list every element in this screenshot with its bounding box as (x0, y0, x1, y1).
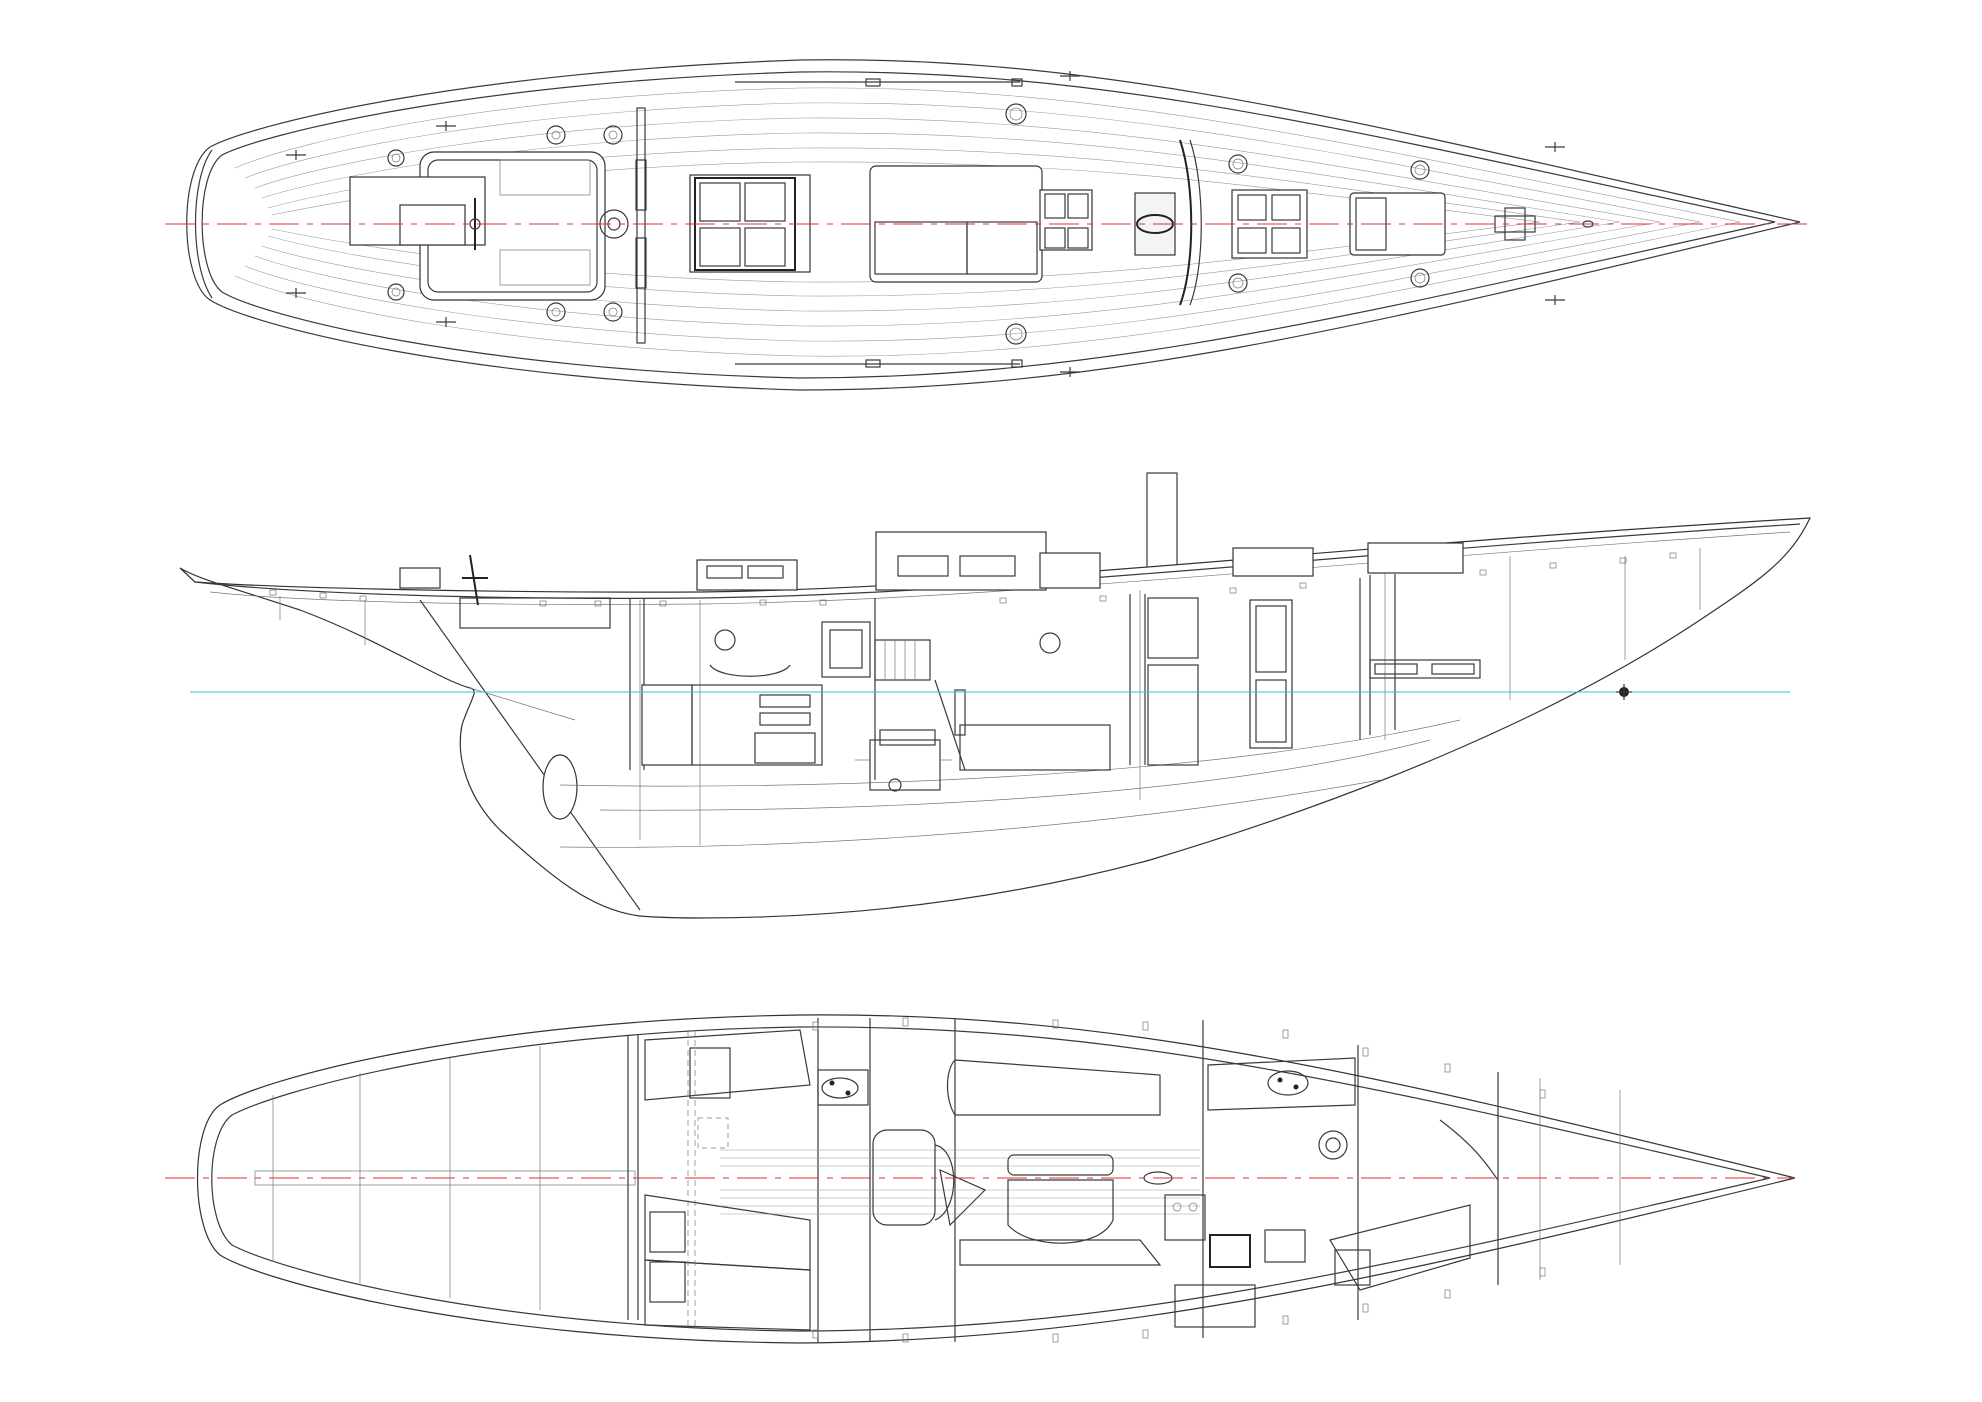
porthole-icons (1005, 103, 1430, 345)
profile-coachroofs (399, 531, 1464, 591)
forepeak-interior (1369, 575, 1481, 735)
fwd-heads (1207, 1057, 1356, 1160)
deck-toerail (201, 71, 1776, 379)
fwd-sink-icon (1267, 1070, 1309, 1096)
deck-transom (194, 149, 213, 299)
fridge-icon (1209, 1234, 1251, 1268)
profile-sheer-fittings (269, 552, 1677, 607)
datum-mark-icon (1616, 684, 1632, 700)
accommodation-plan-view (165, 1014, 1796, 1344)
saloon-interior (954, 632, 1111, 771)
stove-icon (1164, 1194, 1206, 1241)
deck-hull-outline (186, 59, 1801, 391)
door-icons (1147, 597, 1293, 766)
profile-view (179, 472, 1811, 919)
propeller-aperture (542, 754, 578, 820)
cockpit-well (459, 597, 611, 629)
profile-frames (279, 548, 1701, 845)
accom-ticks (812, 1017, 1546, 1343)
toilet-icon (1318, 1130, 1348, 1160)
cabin-sole-planking (720, 1149, 1200, 1215)
galley (1143, 1171, 1306, 1328)
engine-icon (855, 729, 952, 792)
cleat-icons (286, 71, 1565, 377)
aft-cabin-interior (641, 621, 871, 766)
companionway-icon (874, 639, 966, 771)
sink-icon (821, 1077, 859, 1099)
rudder-post (419, 599, 641, 911)
aft-berths (644, 1029, 811, 1331)
profile-wheel-icon (462, 554, 488, 606)
deck-plan-view (165, 59, 1812, 391)
accom-hull-outline (196, 1014, 1796, 1344)
traveller (636, 107, 646, 344)
forepeak-berth (1329, 1119, 1499, 1291)
saloon-settees (946, 1059, 1162, 1266)
aft-heads (817, 1069, 869, 1106)
deck-planking (234, 87, 1741, 357)
